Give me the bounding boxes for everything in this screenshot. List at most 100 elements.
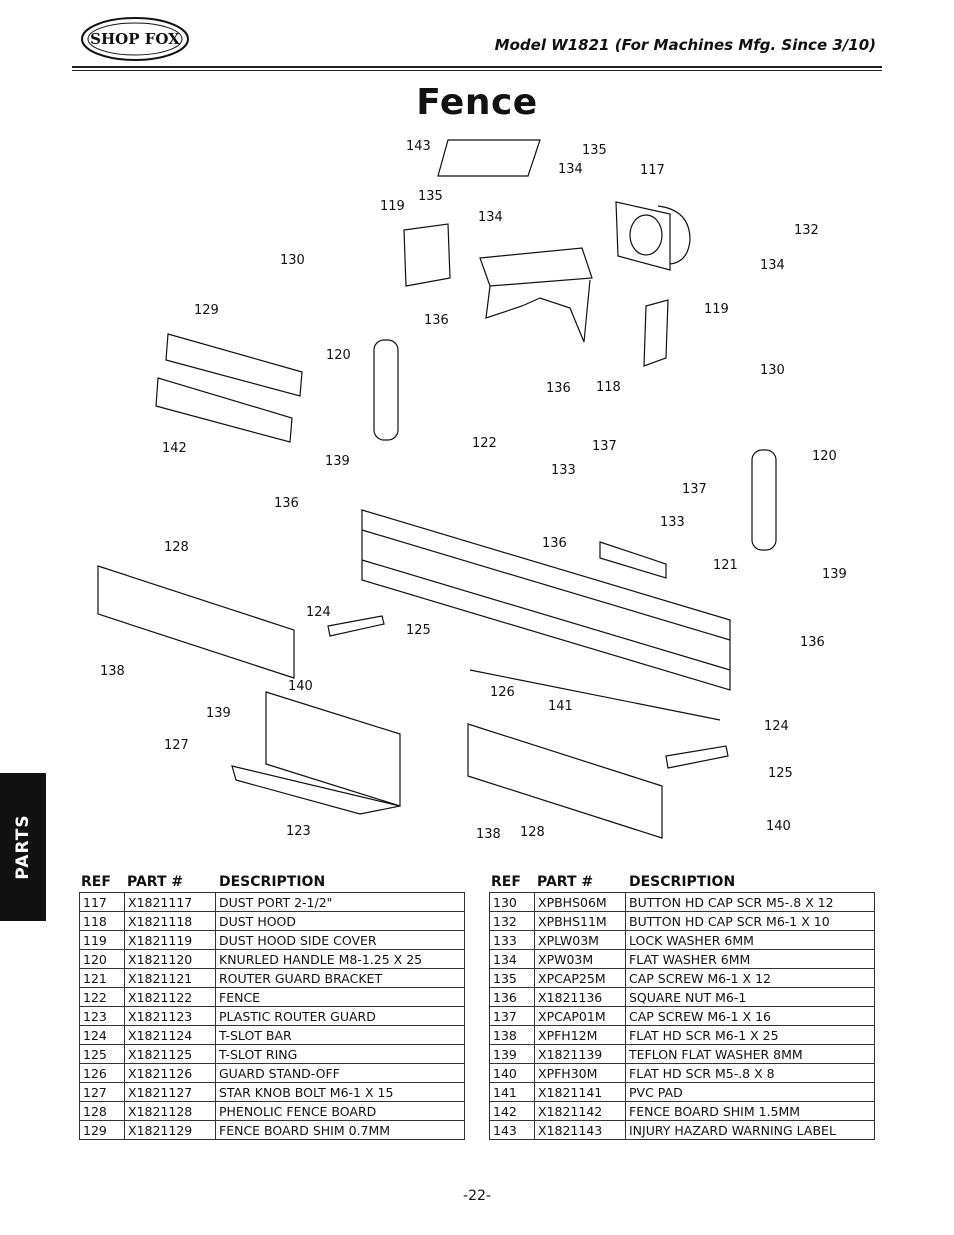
cell-desc: FLAT HD SCR M5-.8 X 8 [625, 1063, 875, 1083]
cell-ref: 123 [79, 1006, 125, 1026]
cell-part: XPFH12M [534, 1025, 626, 1045]
cell-desc: DUST HOOD [215, 911, 465, 931]
cell-ref: 138 [489, 1025, 535, 1045]
cell-ref: 127 [79, 1082, 125, 1102]
callout-119b: 119 [704, 302, 729, 317]
dust-port-opening [629, 214, 663, 256]
callout-140b: 140 [766, 819, 791, 834]
plastic-router-guard [265, 691, 401, 807]
cell-ref: 134 [489, 949, 535, 969]
cell-desc: ROUTER GUARD BRACKET [215, 968, 465, 988]
cell-ref: 137 [489, 1006, 535, 1026]
cell-ref: 118 [79, 911, 125, 931]
cell-desc: T-SLOT RING [215, 1044, 465, 1064]
table-header: REF PART # DESCRIPTION [79, 866, 465, 892]
cell-part: X1821117 [124, 892, 216, 912]
cell-desc: FLAT WASHER 6MM [625, 949, 875, 969]
callout-130: 130 [280, 253, 305, 268]
callout-119: 119 [380, 199, 405, 214]
callout-134: 134 [558, 162, 583, 177]
cell-ref: 135 [489, 968, 535, 988]
callout-123: 123 [286, 824, 311, 839]
cell-desc: LOCK WASHER 6MM [625, 930, 875, 950]
side-cover-left [403, 223, 451, 287]
fence-extrusion [361, 509, 731, 691]
callout-127: 127 [164, 738, 189, 753]
cell-desc: FENCE BOARD SHIM 0.7MM [215, 1120, 465, 1140]
callout-124b: 124 [764, 719, 789, 734]
callout-129: 129 [194, 303, 219, 318]
cell-ref: 132 [489, 911, 535, 931]
shim-129 [165, 333, 303, 397]
side-tab-label: PARTS [13, 814, 33, 880]
cell-ref: 128 [79, 1101, 125, 1121]
cell-desc: BUTTON HD CAP SCR M6-1 X 10 [625, 911, 875, 931]
header-desc: DESCRIPTION [219, 874, 326, 890]
handle-right [751, 449, 777, 551]
cell-desc: PHENOLIC FENCE BOARD [215, 1101, 465, 1121]
side-cover-right [643, 299, 669, 367]
cell-ref: 126 [79, 1063, 125, 1083]
callout-121: 121 [713, 558, 738, 573]
page-title: Fence [416, 82, 538, 123]
cell-ref: 120 [79, 949, 125, 969]
cell-part: XPFH30M [534, 1063, 626, 1083]
cell-part: XPCAP25M [534, 968, 626, 988]
callout-134c: 134 [760, 258, 785, 273]
cell-part: X1821127 [124, 1082, 216, 1102]
cell-part: XPLW03M [534, 930, 626, 950]
model-title: Model W1821 (For Machines Mfg. Since 3/1… [494, 36, 876, 54]
callout-134b: 134 [478, 210, 503, 225]
cell-desc: DUST PORT 2-1/2" [215, 892, 465, 912]
shop-fox-logo: SHOP FOX [81, 17, 189, 61]
callout-137: 137 [592, 439, 617, 454]
cell-ref: 117 [79, 892, 125, 912]
callout-122: 122 [472, 436, 497, 451]
cell-desc: STAR KNOB BOLT M6-1 X 15 [215, 1082, 465, 1102]
phenolic-board-left [97, 565, 295, 679]
cell-desc: GUARD STAND-OFF [215, 1063, 465, 1083]
t-slot-bar-left [327, 615, 385, 637]
cell-part: X1821118 [124, 911, 216, 931]
cell-part: X1821129 [124, 1120, 216, 1140]
cell-desc: DUST HOOD SIDE COVER [215, 930, 465, 950]
header-part: PART # [537, 874, 594, 890]
cell-ref: 139 [489, 1044, 535, 1064]
callout-135: 135 [582, 143, 607, 158]
shim-142 [155, 377, 293, 443]
callout-125: 125 [406, 623, 431, 638]
callout-125b: 125 [768, 766, 793, 781]
cell-part: X1821141 [534, 1082, 626, 1102]
cell-desc: BUTTON HD CAP SCR M5-.8 X 12 [625, 892, 875, 912]
cell-part: X1821143 [534, 1120, 626, 1140]
header-part: PART # [127, 874, 184, 890]
t-slot-bar-right [665, 745, 729, 769]
cell-part: XPCAP01M [534, 1006, 626, 1026]
callout-132: 132 [794, 223, 819, 238]
cell-desc: PVC PAD [625, 1082, 875, 1102]
callout-140: 140 [288, 679, 313, 694]
cell-part: X1821121 [124, 968, 216, 988]
dust-hood-118 [479, 247, 593, 287]
table-header: REF PART # DESCRIPTION [489, 866, 875, 892]
callout-142: 142 [162, 441, 187, 456]
cell-part: X1821124 [124, 1025, 216, 1045]
page-number: -22- [463, 1188, 491, 1204]
cell-part: X1821139 [534, 1044, 626, 1064]
callout-136c: 136 [274, 496, 299, 511]
